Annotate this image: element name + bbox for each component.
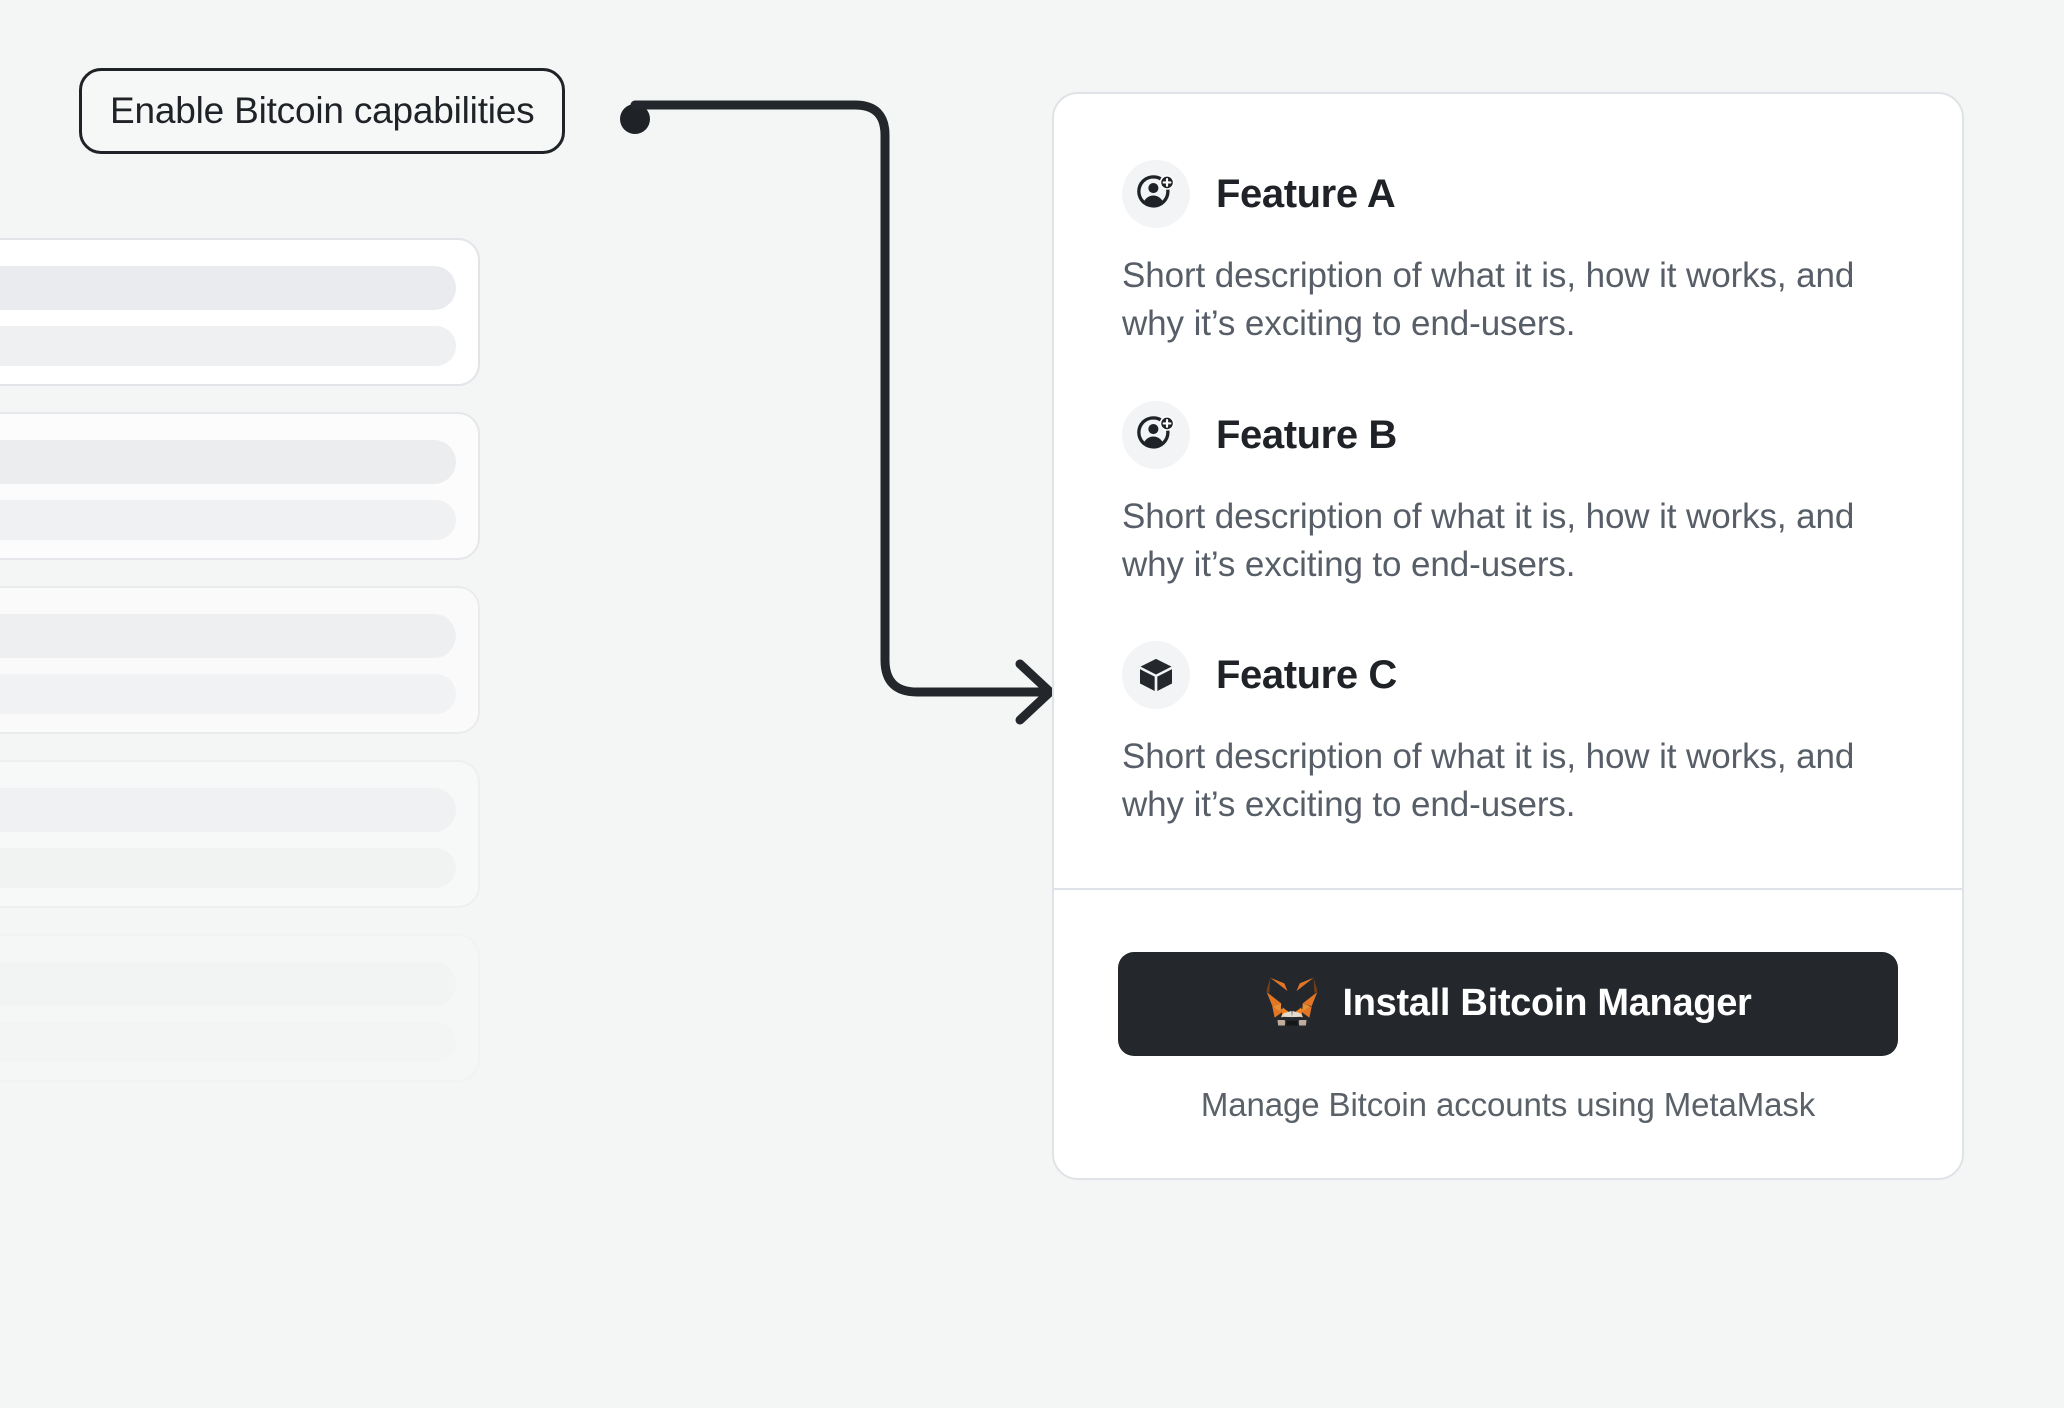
feature-title: Feature A <box>1216 172 1396 216</box>
callout-label: Enable Bitcoin capabilities <box>79 68 566 154</box>
skeleton-bar-secondary <box>0 500 456 540</box>
feature-description: Short description of what it is, how it … <box>1122 737 1855 825</box>
connector-dot-icon <box>620 104 650 134</box>
skeleton-card <box>0 586 480 734</box>
skeleton-card <box>0 760 480 908</box>
feature-title: Feature B <box>1216 412 1397 457</box>
feature-list: Feature A Short description of what it i… <box>1054 94 1962 888</box>
skeleton-card <box>0 412 480 560</box>
skeleton-bar-primary <box>0 788 456 832</box>
feature-header: Feature B <box>1122 400 1894 469</box>
feature-header: Feature A <box>1122 160 1894 228</box>
skeleton-card-stack <box>0 238 480 1108</box>
skeleton-bar-primary <box>0 614 456 658</box>
user-add-icon <box>1122 400 1190 469</box>
skeleton-bar-secondary <box>0 674 456 714</box>
feature-item: Feature C Short description of what it i… <box>1122 641 1894 830</box>
feature-header: Feature C <box>1122 641 1894 710</box>
card-footer: Install Bitcoin Manager Manage Bitcoin a… <box>1054 890 1962 1178</box>
connector-arrow <box>630 100 1055 725</box>
metamask-fox-icon <box>1264 976 1320 1031</box>
skeleton-bar-primary <box>0 440 456 484</box>
install-bitcoin-manager-button[interactable]: Install Bitcoin Manager <box>1118 951 1898 1056</box>
feature-item: Feature A Short description of what it i… <box>1122 160 1894 349</box>
skeleton-card <box>0 238 480 386</box>
feature-description: Short description of what it is, how it … <box>1122 256 1855 344</box>
skeleton-bar-secondary <box>0 326 456 366</box>
install-caption: Manage Bitcoin accounts using MetaMask <box>1200 1085 1816 1123</box>
feature-item: Feature B Short description of what it i… <box>1122 400 1894 590</box>
feature-title: Feature C <box>1216 653 1397 698</box>
user-add-icon <box>1122 160 1190 228</box>
card-divider <box>1054 887 1962 890</box>
skeleton-bar-primary <box>0 962 456 1006</box>
feature-card: Feature A Short description of what it i… <box>1052 92 1964 1180</box>
skeleton-bar-primary <box>0 266 456 310</box>
install-button-label: Install Bitcoin Manager <box>1342 982 1752 1025</box>
skeleton-bar-secondary <box>0 1022 456 1062</box>
skeleton-bar-secondary <box>0 848 456 888</box>
cube-icon <box>1122 641 1190 710</box>
skeleton-card <box>0 934 480 1082</box>
feature-description: Short description of what it is, how it … <box>1122 496 1855 584</box>
